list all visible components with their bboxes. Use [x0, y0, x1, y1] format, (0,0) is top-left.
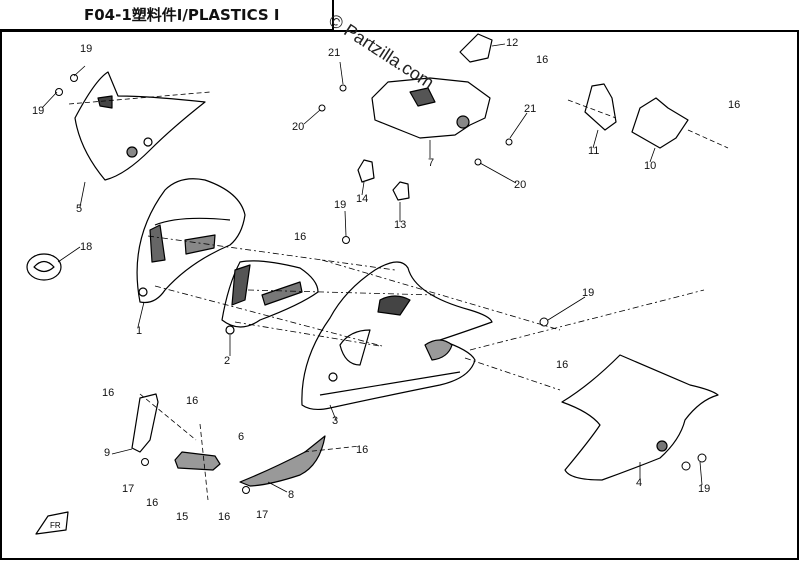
callout-16: 16 [218, 511, 231, 523]
grommet-19-right [539, 317, 549, 327]
part-7-mount-bracket [371, 77, 491, 139]
callout-17: 17 [256, 509, 269, 521]
callout-16: 16 [728, 99, 741, 111]
callout-13: 13 [394, 219, 407, 231]
grommet-19-mid [342, 236, 350, 244]
callout-1: 1 [136, 325, 143, 337]
callout-12: 12 [506, 37, 519, 49]
callout-16: 16 [356, 444, 369, 456]
callout-16: 16 [102, 387, 115, 399]
part-5-upper-cowl [74, 71, 206, 181]
callout-16: 16 [536, 54, 549, 66]
part-14-clip [357, 159, 375, 183]
callout-19: 19 [80, 43, 93, 55]
callout-18: 18 [80, 241, 93, 253]
front-arrow-icon [35, 511, 69, 535]
callout-19: 19 [32, 105, 45, 117]
part-9-side-bracket [131, 393, 159, 453]
grommet-19-lower [697, 453, 707, 463]
part-12-clip [459, 33, 493, 63]
screw-20-left [318, 104, 326, 112]
diagram-frame [0, 30, 799, 560]
callout-17: 17 [122, 483, 135, 495]
callout-16: 16 [146, 497, 159, 509]
callout-16: 16 [294, 231, 307, 243]
part-11-small-cover [584, 83, 617, 131]
part-6-bracket [174, 451, 221, 471]
callout-20: 20 [514, 179, 527, 191]
callout-6: 6 [238, 431, 245, 443]
screw-20-right [474, 158, 482, 166]
bolt-21-left [339, 84, 347, 92]
callout-4: 4 [636, 477, 643, 489]
callout-11: 11 [588, 145, 600, 157]
callout-19: 19 [698, 483, 711, 495]
callout-3: 3 [332, 415, 339, 427]
grommet-19-upper [70, 74, 78, 82]
callout-21: 21 [524, 103, 537, 115]
page-title: F04-1塑料件Ⅰ/PLASTICS Ⅰ [0, 0, 334, 31]
svg-text:FR: FR [50, 521, 61, 530]
nut-17-left [141, 458, 149, 466]
callout-10: 10 [644, 160, 657, 172]
callout-19: 19 [334, 199, 347, 211]
part-3-front-cowl [301, 261, 493, 411]
grommet-19-left [55, 88, 63, 96]
callout-16: 16 [556, 359, 569, 371]
callout-2: 2 [224, 355, 231, 367]
callout-15: 15 [176, 511, 189, 523]
part-10-cover [631, 97, 689, 149]
callout-16: 16 [186, 395, 199, 407]
callout-14: 14 [356, 193, 369, 205]
callout-8: 8 [288, 489, 295, 501]
callout-19: 19 [582, 287, 595, 299]
callout-20: 20 [292, 121, 305, 133]
callout-21: 21 [328, 47, 341, 59]
part-8-lower-trim [239, 435, 326, 487]
part-13-nut [392, 181, 410, 201]
callout-5: 5 [76, 203, 83, 215]
grommet-19-low [681, 461, 691, 471]
part-4-side-fairing [561, 354, 719, 481]
bolt-21-right [505, 138, 513, 146]
callout-9: 9 [104, 447, 111, 459]
callout-7: 7 [428, 157, 435, 169]
nut-17-right [242, 486, 250, 494]
